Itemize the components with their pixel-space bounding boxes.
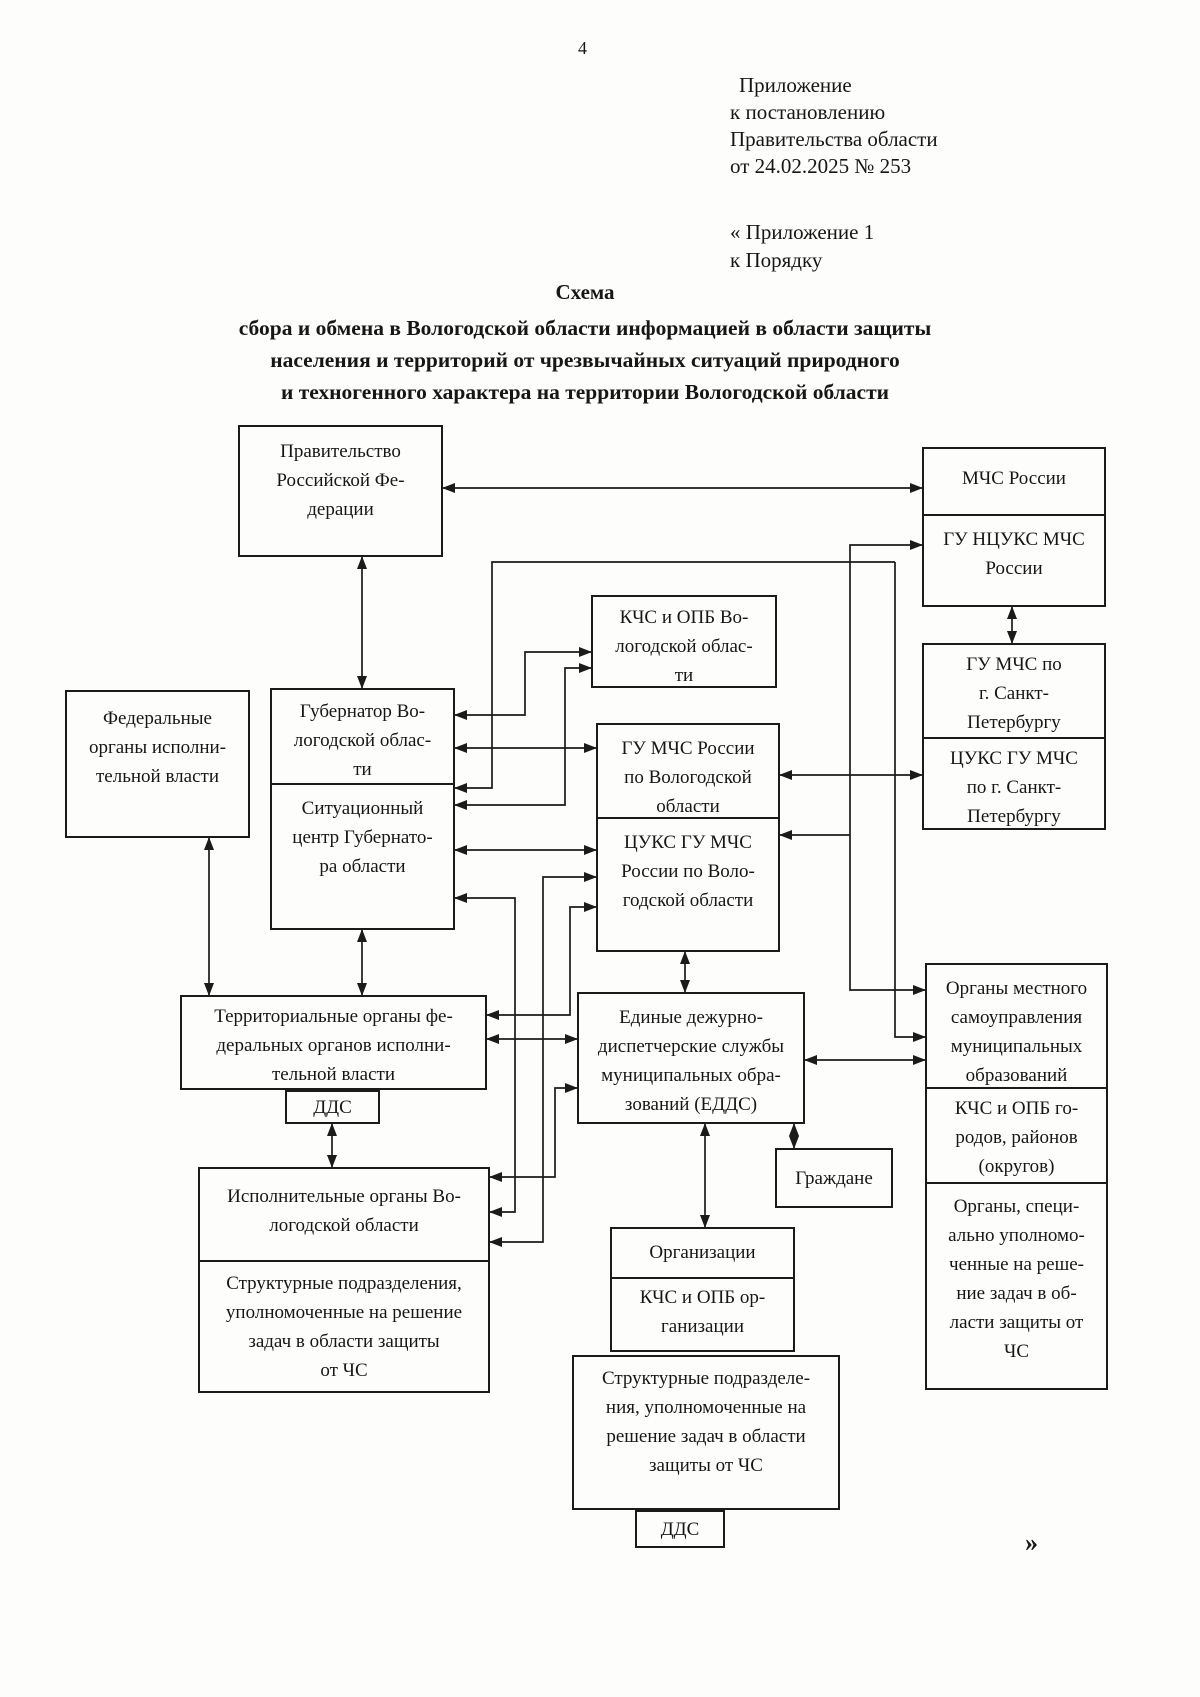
node-organy-msu-group: Органы местного самоуправления муниципал… [925, 963, 1108, 1390]
node-label-organy-spec: Органы, специ- ально уполномо- ченные на… [927, 1182, 1106, 1388]
node-label-gu-vo: ГУ МЧС России по Вологодской области [621, 738, 755, 817]
node-label-sitcentr: Ситуационный центр Губернато- ра области [272, 783, 453, 928]
node-label: Граждане [795, 1167, 873, 1189]
node-label-ispolnit: Исполнительные органы Во- логодской обла… [227, 1186, 461, 1236]
header-line: Правительства области [730, 127, 938, 151]
node-label: Федеральные органы исполни- тельной влас… [88, 708, 227, 787]
title-line: населения и территорий от чрезвычайных с… [270, 348, 900, 372]
node-gubernator-group: Губернатор Во- логодской облас- ти Ситуа… [270, 688, 455, 930]
header-line: к Порядку [730, 248, 823, 272]
node-mchs-rossii-group: МЧС России ГУ НЦУКС МЧС России [922, 447, 1106, 607]
node-label-strukt1: Структурные подразделения, уполномоченны… [200, 1260, 488, 1391]
scheme-title: Схема сбора и обмена в Вологодской облас… [0, 280, 1170, 408]
node-kchs-opb-vo: КЧС и ОПБ Во- логодской облас- ти [591, 595, 777, 688]
closing-quote: » [1025, 1528, 1038, 1557]
header-line: к постановлению [730, 100, 886, 124]
node-gu-mchs-spb-group: ГУ МЧС по г. Санкт- Петербургу ЦУКС ГУ М… [922, 643, 1106, 830]
node-label-mchs: МЧС России [962, 468, 1066, 489]
title-line: сбора и обмена в Вологодской области инф… [238, 316, 932, 340]
title-line: и техногенного характера на территории В… [280, 380, 890, 404]
node-label-ncuks: ГУ НЦУКС МЧС России [924, 514, 1104, 605]
node-label-cuks-vo: ЦУКС ГУ МЧС России по Воло- годской обла… [598, 817, 778, 950]
node-label: Правительство Российской Фе- дерации [276, 441, 405, 520]
appendix-header: Приложение к постановлению Правительства… [730, 72, 938, 180]
node-label-gubernator: Губернатор Во- логодской облас- ти [293, 701, 432, 780]
node-label-cuks-spb: ЦУКС ГУ МЧС по г. Санкт- Петербургу [924, 737, 1104, 828]
node-label: ДДС [313, 1096, 352, 1118]
node-label-gu-spb: ГУ МЧС по г. Санкт- Петербургу [966, 654, 1062, 733]
node-label-msu: Органы местного самоуправления муниципал… [945, 978, 1088, 1086]
header-line: от 24.02.2025 № 253 [730, 154, 912, 178]
node-pravitelstvo-rf: Правительство Российской Фе- дерации [238, 425, 443, 557]
node-label: Структурные подразделе- ния, уполномочен… [601, 1368, 811, 1476]
node-organizatsii-group: Организации КЧС и ОПБ ор- ганизации [610, 1227, 795, 1352]
node-edds: Единые дежурно- диспетчерские службы мун… [577, 992, 805, 1124]
node-dds-territorialnye: ДДС [285, 1090, 380, 1124]
header-line: Приложение [739, 73, 852, 97]
node-label-kchs-gorod: КЧС и ОПБ го- родов, районов (округов) [927, 1087, 1106, 1182]
node-label: КЧС и ОПБ Во- логодской облас- ти [615, 607, 753, 686]
node-gu-mchs-vo-group: ГУ МЧС России по Вологодской области ЦУК… [596, 723, 780, 952]
node-territorialnye-organy: Территориальные органы фе- деральных орг… [180, 995, 487, 1090]
title-line: Схема [555, 280, 615, 304]
node-label: ДДС [660, 1518, 700, 1540]
header-line: « Приложение 1 [730, 220, 875, 244]
node-dds-organizatsii: ДДС [635, 1510, 725, 1548]
node-grazhdane: Граждане [775, 1148, 893, 1208]
appendix-subheader: « Приложение 1 к Порядку [730, 218, 874, 274]
node-strukturnye-podrazdeleniya-org: Структурные подразделе- ния, уполномочен… [572, 1355, 840, 1510]
node-federalnye-organy: Федеральные органы исполни- тельной влас… [65, 690, 250, 838]
node-label-organizatsii: Организации [649, 1242, 756, 1263]
node-label: Территориальные органы фе- деральных орг… [214, 1006, 453, 1085]
node-ispolnitelnye-organy-group: Исполнительные органы Во- логодской обла… [198, 1167, 490, 1393]
page-number: 4 [578, 38, 587, 58]
node-label-kchs-org: КЧС и ОПБ ор- ганизации [612, 1277, 793, 1350]
node-label: Единые дежурно- диспетчерские службы мун… [597, 1007, 785, 1115]
